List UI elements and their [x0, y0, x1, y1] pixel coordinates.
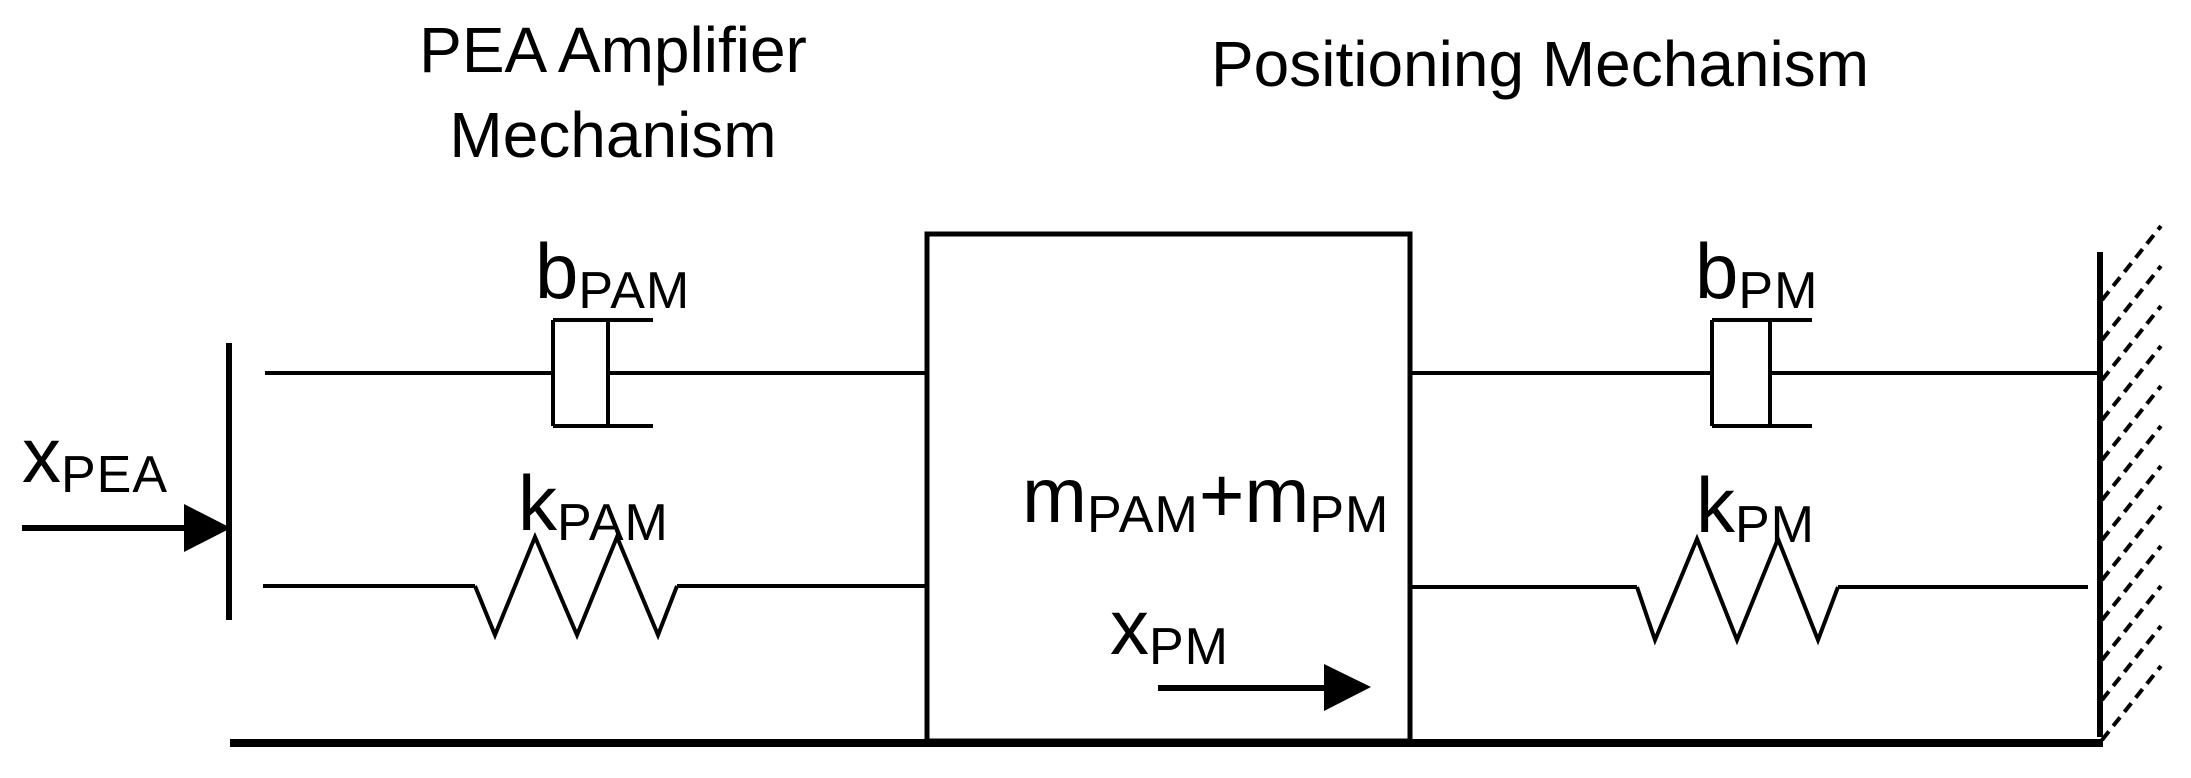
symbol-subscript: PAM	[1086, 486, 1199, 544]
symbol-main: b	[1695, 227, 1739, 315]
symbol-main: k	[1696, 461, 1735, 549]
x-pm-arrow	[1158, 664, 1371, 711]
hatch-stroke	[2100, 424, 2163, 502]
hatch-stroke	[2100, 224, 2163, 302]
hatch-stroke	[2100, 384, 2163, 462]
symbol-subscript: PAM	[578, 262, 691, 320]
symbol-subscript: PM	[1738, 262, 1819, 320]
title-line-1: Positioning Mechanism	[1210, 28, 1870, 100]
title-pea-amplifier-mechanism: PEA Amplifier Mechanism	[419, 8, 807, 178]
title-positioning-mechanism: Positioning Mechanism	[1211, 22, 1869, 107]
label-b-pam: bPAM	[535, 232, 690, 317]
symbol-main: m	[1022, 451, 1087, 539]
symbol-subscript: PEA	[61, 446, 169, 504]
symbol-main: x	[1110, 583, 1149, 671]
symbol-subscript: PM	[1309, 486, 1390, 544]
spring-pam	[263, 531, 927, 641]
plus-sign: +	[1198, 451, 1245, 539]
wall-hatching	[2100, 224, 2163, 742]
label-x-pea: xPEA	[22, 416, 168, 501]
damper-pam	[265, 318, 927, 428]
x-pea-arrow	[22, 504, 231, 552]
hatch-stroke	[2100, 264, 2163, 342]
label-k-pam: kPAM	[518, 464, 669, 549]
label-mass: mPAM+mPM	[1022, 456, 1389, 541]
symbol-main: k	[518, 459, 557, 547]
hatch-stroke	[2100, 504, 2163, 582]
hatch-stroke	[2100, 464, 2163, 542]
symbol-main: m	[1244, 451, 1310, 539]
symbol-main: x	[22, 411, 61, 499]
title-line-2: Mechanism	[449, 99, 777, 171]
label-k-pm: kPM	[1696, 466, 1815, 551]
hatch-stroke	[2100, 544, 2163, 622]
hatch-stroke	[2100, 584, 2163, 662]
label-x-pm: xPM	[1110, 588, 1229, 673]
symbol-main: b	[535, 227, 579, 315]
hatch-stroke	[2100, 304, 2163, 382]
hatch-stroke	[2100, 664, 2163, 742]
spring-pm	[1410, 533, 2088, 646]
title-line-1: PEA Amplifier	[419, 14, 807, 86]
symbol-subscript: PM	[1149, 618, 1229, 676]
symbol-subscript: PAM	[557, 494, 669, 552]
hatch-stroke	[2100, 624, 2163, 702]
damper-pm	[1410, 318, 2098, 428]
label-b-pm: bPM	[1695, 232, 1818, 317]
symbol-subscript: PM	[1735, 496, 1815, 554]
hatch-stroke	[2100, 344, 2163, 422]
